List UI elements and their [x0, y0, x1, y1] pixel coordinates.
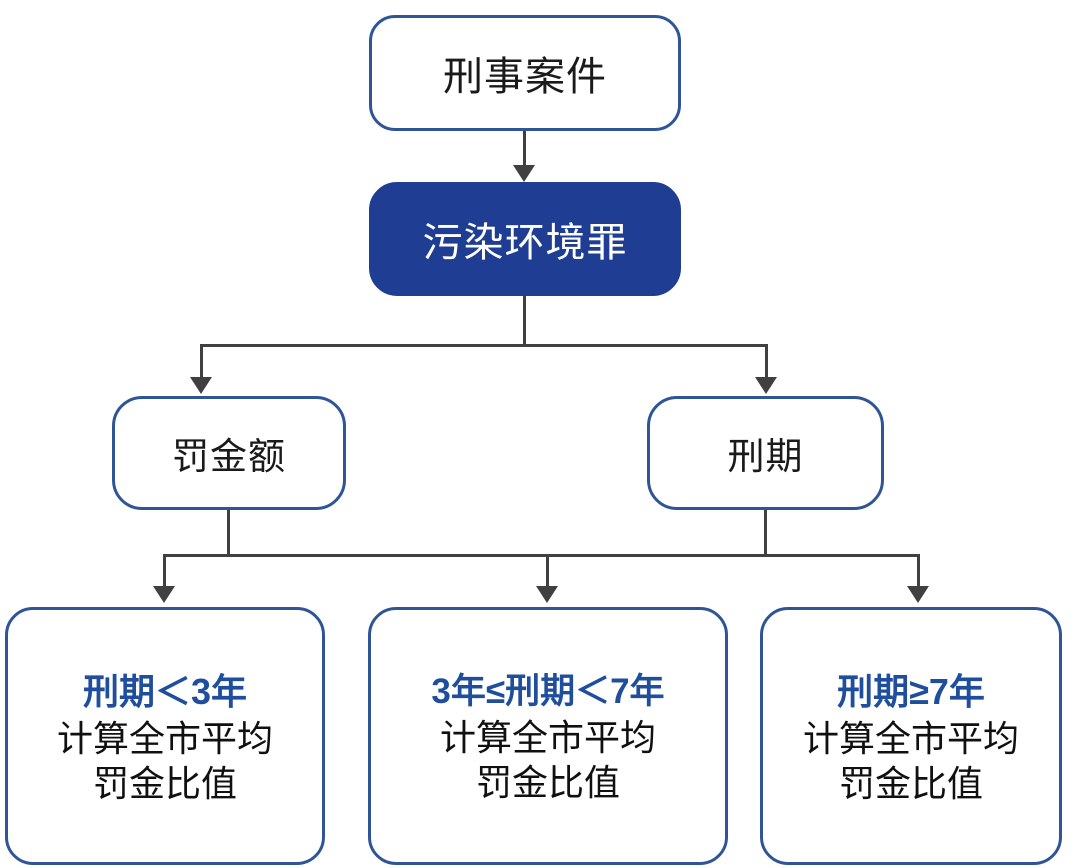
- connector-root-to-crime-line: [523, 131, 526, 167]
- connector-term-stem: [764, 510, 767, 556]
- node-prison-term-label: 刑期: [727, 436, 804, 477]
- node-term-3-to-7-years-body-line2: 罚金比值: [475, 762, 620, 804]
- connector-crime-bus-right: [523, 344, 768, 347]
- node-prison-term[interactable]: 刑期: [647, 396, 884, 510]
- node-term-7-years-or-more[interactable]: 刑期≥7年 计算全市平均 罚金比值: [760, 607, 1062, 865]
- node-term-under-3-years[interactable]: 刑期＜3年 计算全市平均 罚金比值: [5, 607, 325, 865]
- node-pollution-crime-label: 污染环境罪: [422, 221, 628, 265]
- connector-bus-to-leaf3-arrow: [907, 586, 929, 603]
- connector-crime-to-term-drop: [765, 344, 768, 379]
- connector-bus-to-leaf1-drop: [163, 554, 166, 588]
- connector-crime-stem: [523, 296, 526, 346]
- connector-crime-bus: [200, 344, 553, 347]
- connector-leaf-bus: [163, 554, 920, 557]
- node-term-7-years-or-more-body: 计算全市平均 罚金比值: [803, 716, 1019, 806]
- node-term-7-years-or-more-heading: 刑期≥7年: [837, 671, 985, 713]
- node-fine-amount[interactable]: 罚金额: [112, 396, 346, 510]
- node-term-under-3-years-body-line1: 计算全市平均: [56, 717, 273, 759]
- connector-root-to-crime-arrow: [513, 165, 535, 182]
- node-term-under-3-years-body-line2: 罚金比值: [92, 762, 237, 804]
- node-term-7-years-or-more-body-line2: 罚金比值: [838, 762, 983, 804]
- connector-crime-to-fine-arrow: [190, 377, 212, 394]
- node-term-3-to-7-years-body-line1: 计算全市平均: [439, 717, 656, 759]
- node-term-3-to-7-years-heading: 3年≤刑期＜7年: [431, 671, 665, 711]
- connector-bus-to-leaf2-drop: [546, 554, 549, 588]
- node-term-under-3-years-body: 计算全市平均 罚金比值: [57, 716, 273, 806]
- connector-crime-to-term-arrow: [755, 377, 777, 394]
- connector-fine-stem: [227, 510, 230, 556]
- node-criminal-case[interactable]: 刑事案件: [369, 15, 681, 131]
- node-fine-amount-label: 罚金额: [172, 436, 286, 477]
- node-pollution-crime[interactable]: 污染环境罪: [369, 182, 681, 296]
- node-term-7-years-or-more-body-line1: 计算全市平均: [802, 717, 1019, 759]
- node-term-3-to-7-years-body: 计算全市平均 罚金比值: [440, 715, 656, 805]
- connector-crime-to-fine-drop: [200, 344, 203, 379]
- node-term-3-to-7-years[interactable]: 3年≤刑期＜7年 计算全市平均 罚金比值: [368, 607, 728, 865]
- node-term-under-3-years-heading: 刑期＜3年: [82, 671, 248, 713]
- connector-bus-to-leaf2-arrow: [536, 586, 558, 603]
- node-criminal-case-label: 刑事案件: [443, 55, 607, 99]
- connector-bus-to-leaf3-drop: [917, 554, 920, 588]
- connector-bus-to-leaf1-arrow: [153, 586, 175, 603]
